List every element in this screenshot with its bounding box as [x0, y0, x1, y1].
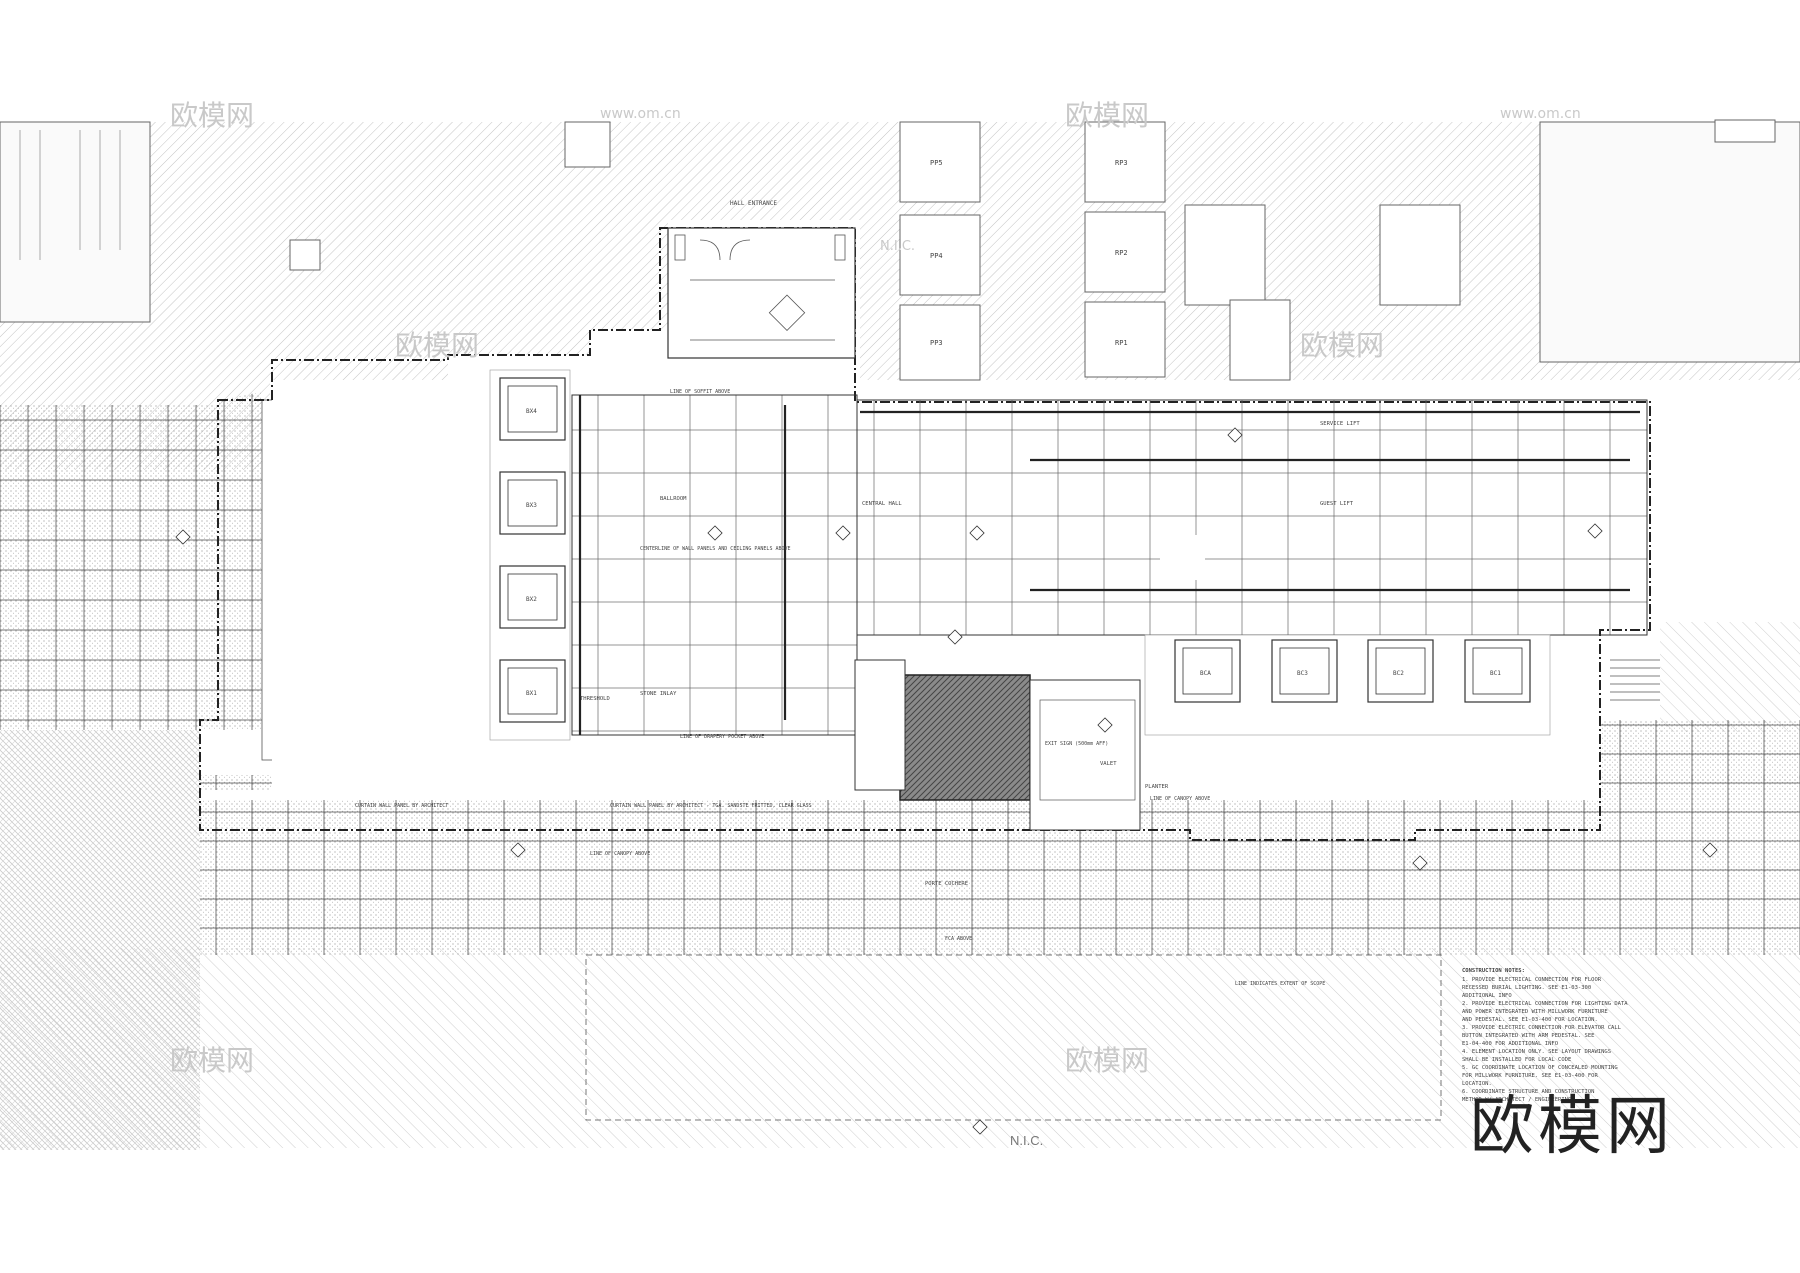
exit-sign-note: EXIT SIGN (500mm AFF) — [1045, 741, 1108, 747]
hall-entrance-doors — [674, 234, 846, 341]
nic-bottom-label: N.I.C. — [1010, 1133, 1043, 1148]
svg-text:BCA: BCA — [1200, 670, 1211, 677]
context-hatch-right — [1660, 622, 1800, 732]
nic-top-label: N.I.C. — [880, 239, 915, 254]
property-line — [199, 227, 1651, 841]
svg-text:METHOD W/ ARCHITECT / ENGINEER: METHOD W/ ARCHITECT / ENGINEERING. — [1462, 1097, 1575, 1103]
ballroom-floor — [571, 394, 858, 736]
svg-text:BX1: BX1 — [526, 690, 537, 697]
watermarks: 欧模网 欧模网 欧模网 欧模网 欧模网 欧模网 www.om.cn www.om… — [170, 99, 1581, 1077]
svg-text:BX3: BX3 — [526, 502, 537, 509]
canopy-note-right: LINE OF CANOPY ABOVE — [1150, 796, 1210, 802]
svg-text:PP4: PP4 — [930, 252, 943, 260]
svg-text:ADDITIONAL INFO: ADDITIONAL INFO — [1462, 993, 1512, 999]
threshold-label: THRESHOLD — [580, 696, 610, 702]
context-hatch-bottom — [0, 948, 1800, 1148]
hall-entrance-label: HALL ENTRANCE — [730, 200, 777, 207]
central-hall-floor — [856, 399, 1648, 636]
drapery-note: LINE OF DRAPERY POCKET ABOVE — [680, 734, 764, 740]
svg-text:BC1: BC1 — [1490, 670, 1501, 677]
top-tags: PP5 PP4 PP3 RP3 RP2 RP1 — [930, 159, 1128, 347]
valet-room — [1029, 679, 1141, 831]
svg-text:CONSTRUCTION NOTES:: CONSTRUCTION NOTES: — [1462, 968, 1525, 974]
stone-inlay — [899, 674, 1031, 801]
svg-text:3. PROVIDE ELECTRIC CONNECTION: 3. PROVIDE ELECTRIC CONNECTION FOR ELEVA… — [1462, 1025, 1622, 1031]
svg-text:RECESSED BURIAL LIGHTING. SEE: RECESSED BURIAL LIGHTING. SEE E1-03-300 — [1462, 985, 1591, 991]
stone-inlay-label: STONE INLAY — [640, 691, 677, 697]
section-markers — [175, 427, 1718, 1135]
svg-text:E1-04-400 FOR ADDITIONAL INFO: E1-04-400 FOR ADDITIONAL INFO — [1462, 1041, 1558, 1047]
scope-note: LINE INDICATES EXTENT OF SCOPE — [1235, 981, 1325, 987]
svg-text:欧模网: 欧模网 — [395, 329, 479, 362]
svg-text:PP5: PP5 — [930, 159, 943, 167]
svg-text:RP2: RP2 — [1115, 249, 1128, 257]
svg-text:欧模网: 欧模网 — [1065, 1044, 1149, 1077]
soffit-note: LINE OF SOFFIT ABOVE — [670, 389, 730, 395]
curtain-wall-note-1: CURTAIN WALL PANEL BY ARCHITECT — [355, 803, 448, 809]
vestibule-left — [854, 659, 906, 791]
wall-panel-lines — [578, 395, 1640, 735]
svg-text:欧模网: 欧模网 — [1065, 99, 1149, 132]
svg-text:BUTTON INTEGRATED WITH ARM PED: BUTTON INTEGRATED WITH ARM PEDESTAL. SEE — [1462, 1033, 1594, 1039]
svg-text:AND PEDESTAL. SEE E1-03-400 FO: AND PEDESTAL. SEE E1-03-400 FOR LOCATION… — [1462, 1017, 1598, 1023]
valet-label: VALET — [1100, 761, 1117, 767]
svg-text:BC3: BC3 — [1297, 670, 1308, 677]
east-elevator-tags: BCA BC3 BC2 BC1 — [1200, 670, 1501, 677]
svg-text:欧模网: 欧模网 — [170, 99, 254, 132]
east-elevators — [1144, 634, 1551, 736]
svg-text:欧模网: 欧模网 — [170, 1044, 254, 1077]
svg-text:SHALL BE INSTALLED FOR LOCAL C: SHALL BE INSTALLED FOR LOCAL CODE — [1462, 1057, 1571, 1063]
svg-text:RP1: RP1 — [1115, 339, 1128, 347]
svg-text:www.om.cn: www.om.cn — [600, 106, 681, 122]
svg-text:2. PROVIDE ELECTRICAL CONNECTI: 2. PROVIDE ELECTRICAL CONNECTION FOR LIG… — [1462, 1001, 1628, 1007]
fca-note: FCA ABOVE — [945, 936, 972, 942]
svg-text:FOR MILLWORK FURNITURE. SEE E1: FOR MILLWORK FURNITURE. SEE E1-03-400 FO… — [1462, 1073, 1598, 1079]
svg-text:BX4: BX4 — [526, 408, 537, 415]
west-elevator-tags: BX4 BX3 BX2 BX1 — [526, 408, 537, 697]
svg-text:AND POWER INTEGRATED WITH MILL: AND POWER INTEGRATED WITH MILLWORK FURNI… — [1462, 1009, 1608, 1015]
planter-label: PLANTER — [1145, 784, 1169, 790]
svg-text:www.om.cn: www.om.cn — [1500, 106, 1581, 122]
right-stair — [1610, 659, 1660, 701]
centerline-note: CENTERLINE OF WALL PANELS AND CEILING PA… — [640, 546, 791, 552]
svg-text:4. ELEMENT LOCATION ONLY. SEE: 4. ELEMENT LOCATION ONLY. SEE LAYOUT DRA… — [1462, 1049, 1611, 1055]
context-weave-left — [0, 730, 200, 1150]
brand-logo: 欧模网 — [1470, 1090, 1674, 1164]
central-hall-label: CENTRAL HALL — [862, 501, 902, 507]
svg-text:BX2: BX2 — [526, 596, 537, 603]
ballroom-label: BALLROOM — [660, 496, 687, 502]
svg-text:5. GC COORDINATE LOCATION OF C: 5. GC COORDINATE LOCATION OF CONCEALED M… — [1462, 1065, 1618, 1071]
service-lift-label: SERVICE LIFT — [1320, 421, 1360, 427]
svg-text:PP3: PP3 — [930, 339, 943, 347]
hall-entrance — [667, 227, 856, 359]
context-top-buildings — [0, 119, 1800, 381]
svg-text:欧模网: 欧模网 — [1300, 329, 1384, 362]
svg-text:6. COORDINATE STRUCTURE AND CO: 6. COORDINATE STRUCTURE AND CONSTRUCTION — [1462, 1089, 1594, 1095]
construction-notes: CONSTRUCTION NOTES: 1. PROVIDE ELECTRICA… — [1462, 968, 1628, 1103]
svg-text:LOCATION.: LOCATION. — [1462, 1081, 1492, 1087]
paving-left — [0, 405, 262, 730]
svg-text:RP3: RP3 — [1115, 159, 1128, 167]
west-elevators — [489, 369, 571, 741]
guest-lift-label: GUEST LIFT — [1320, 501, 1354, 507]
svg-text:BC2: BC2 — [1393, 670, 1404, 677]
curtain-wall-note-2: CURTAIN WALL PANEL BY ARCHITECT - TGA. S… — [610, 803, 812, 809]
paving-plaza — [200, 775, 1800, 955]
canopy-note-left: LINE OF CANOPY ABOVE — [590, 851, 650, 857]
svg-text:1. PROVIDE ELECTRICAL CONNECTI: 1. PROVIDE ELECTRICAL CONNECTION FOR FLO… — [1462, 977, 1602, 983]
porte-cochere-label: PORTE COCHERE — [925, 881, 968, 887]
